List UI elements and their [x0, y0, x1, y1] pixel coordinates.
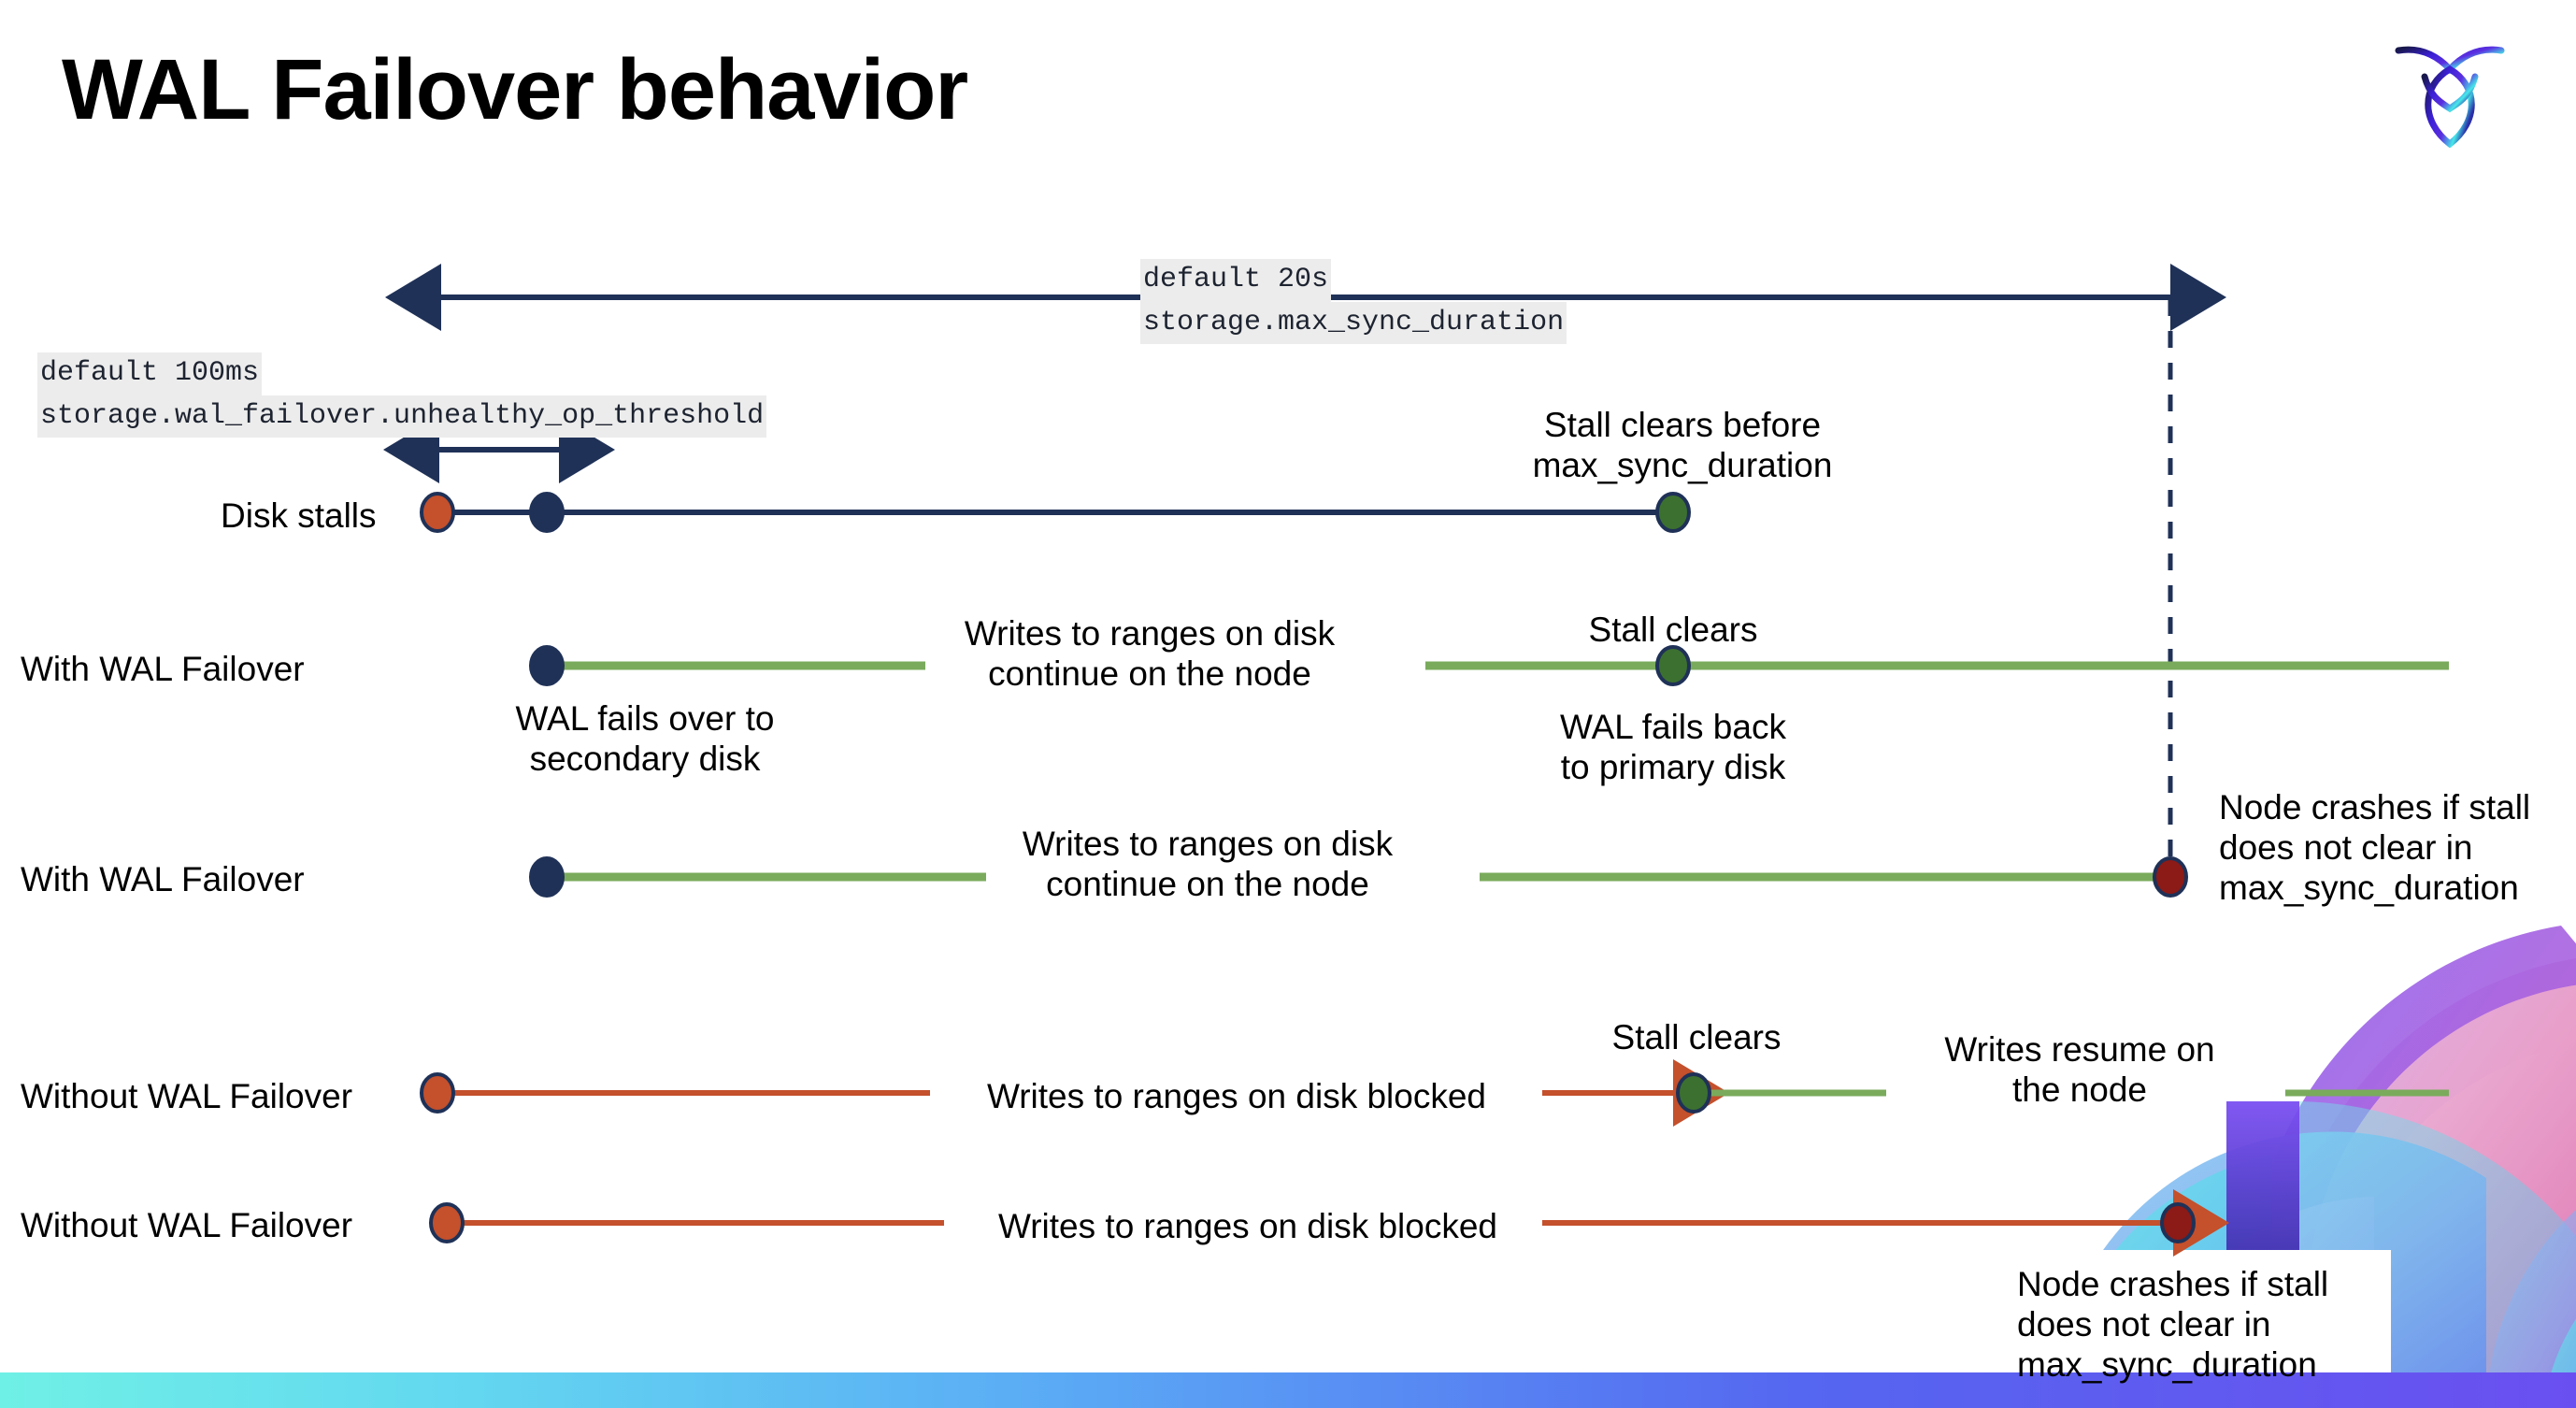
failover-start-marker: [529, 645, 565, 686]
row-label-disk-stalls: Disk stalls: [221, 496, 377, 535]
row-without-failover-cleared-track: [420, 1059, 2449, 1127]
annotation-line-1: Writes resume on: [1944, 1030, 2215, 1069]
row-without-failover-crash-track: [429, 1189, 2229, 1257]
annotation-node-crashes-row3: Node crashes if stall does not clear in …: [2219, 788, 2574, 909]
stall-start-marker: [429, 1202, 465, 1243]
max-sync-setting-name: storage.max_sync_duration: [1140, 301, 1567, 344]
annotation-writes-continue-row2: Writes to ranges on disk continue on the…: [935, 614, 1365, 695]
annotation-wal-fails-over: WAL fails over to secondary disk: [458, 699, 832, 780]
annotation-stall-clears-row4: Stall clears: [1611, 1018, 1782, 1056]
failover-start-marker: [529, 856, 565, 898]
row-label-without-wal-failover-2: Without WAL Failover: [21, 1206, 353, 1244]
annotation-line-1: WAL fails over to: [515, 699, 775, 738]
annotation-wal-fails-back: WAL fails back to primary disk: [1496, 708, 1851, 788]
annotation-line-1: Stall clears before: [1543, 406, 1822, 444]
annotation-stall-clears-row2: Stall clears: [1588, 611, 1758, 649]
stall-start-marker: [420, 492, 455, 533]
stall-clear-marker: [1655, 492, 1691, 533]
row-label-without-wal-failover-1: Without WAL Failover: [21, 1077, 353, 1115]
annotation-writes-continue-row3: Writes to ranges on disk continue on the…: [993, 825, 1423, 905]
annotation-stall-clears-before: Stall clears before max_sync_duration: [1514, 406, 1851, 486]
annotation-line-2: the node: [2011, 1070, 2148, 1109]
row-label-with-wal-failover-2: With WAL Failover: [21, 860, 305, 898]
annotation-line-2: continue on the node: [988, 654, 1311, 693]
annotation-line-2: does not clear in: [2219, 827, 2473, 867]
annotation-line-1: Node crashes if stall: [2017, 1265, 2329, 1303]
annotation-line-1: Node crashes if stall: [2219, 788, 2531, 826]
annotation-line-2: secondary disk: [529, 739, 761, 778]
annotation-line-1: Writes to ranges on disk: [964, 614, 1336, 653]
unhealthy-op-threshold-callout: default 100ms storage.wal_failover.unhea…: [37, 352, 767, 438]
page-title: WAL Failover behavior: [62, 42, 968, 137]
row-label-with-wal-failover-1: With WAL Failover: [21, 650, 305, 688]
row-with-failover-cleared-track: [529, 645, 2449, 686]
annotation-line-1: WAL fails back: [1560, 708, 1786, 746]
row-disk-stalls-track: [420, 492, 1691, 533]
annotation-writes-blocked-row4: Writes to ranges on disk blocked: [986, 1077, 1487, 1115]
annotation-line-2: does not clear in: [2017, 1304, 2271, 1343]
stall-start-marker: [420, 1072, 455, 1113]
annotation-line-1: Writes to ranges on disk: [1022, 825, 1394, 863]
unhealthy-op-default-text: default 100ms: [37, 352, 263, 395]
annotation-line-2: to primary disk: [1560, 747, 1786, 786]
node-crash-marker: [2153, 856, 2188, 898]
node-crash-marker: [2160, 1202, 2196, 1243]
annotation-writes-resume: Writes resume on the node: [1925, 1030, 2234, 1111]
annotation-writes-blocked-row5: Writes to ranges on disk blocked: [997, 1207, 1498, 1245]
annotation-node-crashes-row5: Node crashes if stall does not clear in …: [2017, 1265, 2391, 1386]
annotation-line-2: max_sync_duration: [1532, 445, 1833, 484]
bottom-gradient-bar: [0, 1372, 2576, 1408]
annotation-line-3: max_sync_duration: [2017, 1344, 2317, 1384]
annotation-line-3: max_sync_duration: [2219, 868, 2519, 907]
row-with-failover-crash-track: [529, 856, 2188, 898]
stall-clear-marker: [1655, 645, 1691, 686]
max-sync-default-text: default 20s: [1140, 259, 1332, 302]
cockroach-labs-logo-icon: [2395, 46, 2505, 149]
stall-clear-marker: [1676, 1072, 1711, 1113]
failover-trigger-marker: [529, 492, 565, 533]
unhealthy-op-setting-name: storage.wal_failover.unhealthy_op_thresh…: [37, 395, 767, 438]
annotation-line-2: continue on the node: [1046, 864, 1369, 903]
max-sync-duration-callout: default 20s storage.max_sync_duration: [1140, 259, 1567, 344]
